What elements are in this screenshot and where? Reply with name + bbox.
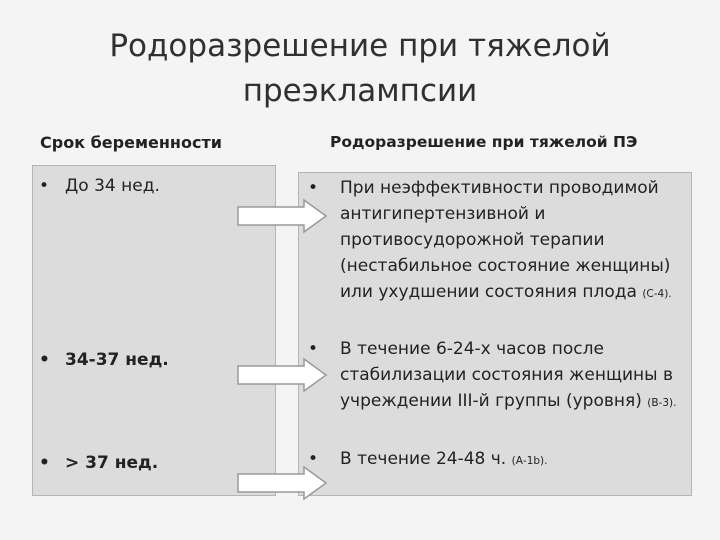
gestation-box xyxy=(32,165,276,496)
bullet-marker: • xyxy=(308,339,319,359)
bullet-marker: • xyxy=(39,350,50,370)
gestation-item: • До 34 нед. xyxy=(39,176,160,196)
gestation-item: • 34-37 нед. xyxy=(39,350,169,370)
title-line-1: Родоразрешение при тяжелой xyxy=(109,28,611,64)
delivery-item-text: При неэффективности проводимой антигипер… xyxy=(340,178,671,302)
left-column-header: Срок беременности xyxy=(40,133,222,152)
slide-title: Родоразрешение при тяжелой преэклампсии xyxy=(0,24,720,114)
gestation-item-label: > 37 нед. xyxy=(65,453,159,473)
right-arrow-icon xyxy=(237,357,328,393)
evidence-level: (А-1b). xyxy=(511,455,548,467)
right-column-header: Родоразрешение при тяжелой ПЭ xyxy=(330,133,638,151)
delivery-item: • В течение 6-24-х часов после стабилиза… xyxy=(308,336,692,416)
bullet-marker: • xyxy=(39,176,50,196)
bullet-marker: • xyxy=(39,453,50,473)
right-arrow-icon xyxy=(237,465,328,501)
delivery-box xyxy=(298,172,692,496)
gestation-item-label: До 34 нед. xyxy=(65,176,160,196)
gestation-item: • > 37 нед. xyxy=(39,453,158,473)
bullet-marker: • xyxy=(308,449,319,469)
delivery-item: • При неэффективности проводимой антигип… xyxy=(308,175,692,307)
gestation-item-label: 34-37 нед. xyxy=(65,350,169,370)
evidence-level: (С-4). xyxy=(642,288,672,300)
delivery-item-text: В течение 6-24-х часов после стабилизаци… xyxy=(340,339,673,411)
delivery-item: • В течение 24-48 ч. (А-1b). xyxy=(308,446,692,474)
right-arrow-icon xyxy=(237,198,328,234)
bullet-marker: • xyxy=(308,178,319,198)
delivery-item-text: В течение 24-48 ч. xyxy=(340,449,507,469)
evidence-level: (В-3). xyxy=(647,397,677,409)
title-line-2: преэклампсии xyxy=(242,73,478,109)
